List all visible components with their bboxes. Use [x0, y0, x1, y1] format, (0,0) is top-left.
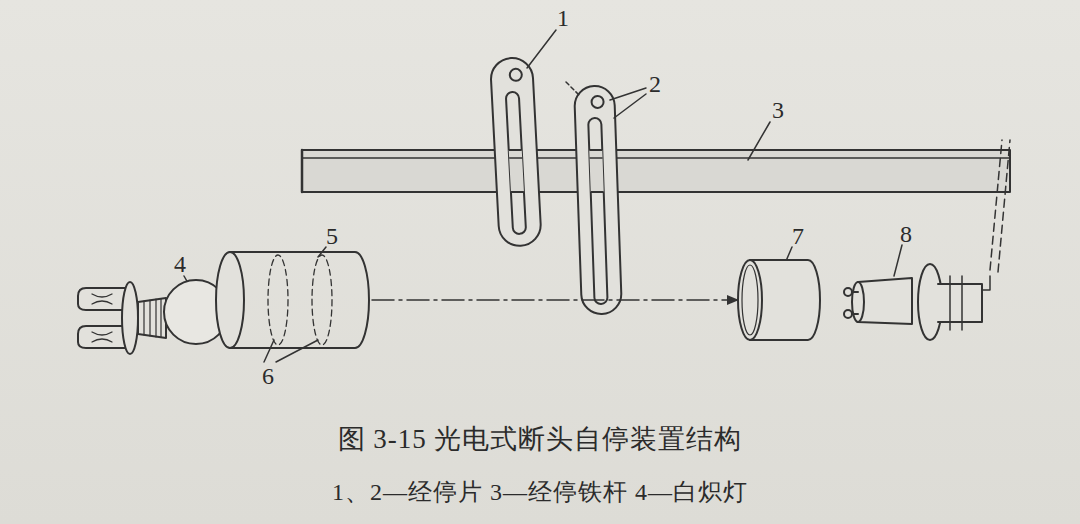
figure-caption: 1、2—经停片 3—经停铁杆 4—白炽灯 — [332, 479, 748, 505]
callout-number: 3 — [770, 97, 786, 123]
callout-number: 8 — [898, 221, 914, 247]
photocell — [844, 140, 1010, 340]
figure-title: 图 3-15 光电式断头自停装置结构 — [338, 425, 743, 455]
rod-through-slot — [302, 150, 1010, 192]
stop-iron-rod — [302, 150, 1010, 192]
lens-ring — [738, 260, 820, 340]
incandescent-lamp — [78, 280, 228, 354]
callout-number: 7 — [790, 223, 806, 249]
light-axis — [372, 299, 738, 301]
rod-through-slot — [302, 150, 1010, 192]
callout-number: 2 — [647, 71, 663, 97]
lens-tube — [216, 252, 369, 348]
drop-wire — [574, 85, 622, 314]
callout-number: 5 — [324, 223, 340, 249]
callout-number: 4 — [172, 251, 188, 277]
leader-lines — [184, 30, 902, 362]
callout-number: 1 — [555, 5, 571, 31]
callout-number: 6 — [260, 363, 276, 389]
